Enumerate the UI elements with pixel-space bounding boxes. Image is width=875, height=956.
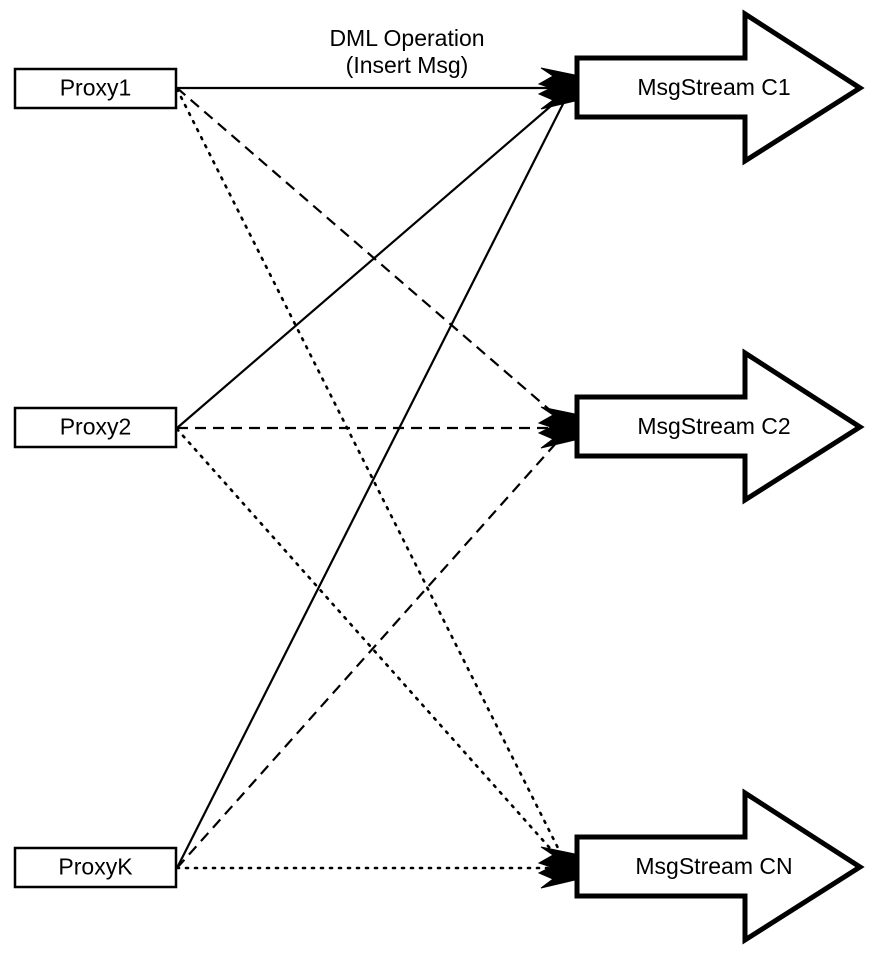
stream-arrow-outline	[574, 9, 865, 166]
annotation-layer: DML Operation(Insert Msg)	[329, 25, 484, 78]
connection-proxy2-to-c1	[176, 92, 567, 429]
stream-layer: MsgStream C1 MsgStream C2 MsgStream CN	[574, 9, 865, 945]
proxy-node-proxy2[interactable]: Proxy2	[13, 406, 178, 449]
connection-line-dashed	[176, 87, 567, 425]
connection-proxy1-to-cn	[175, 87, 567, 864]
connection-line-dashed	[176, 431, 567, 869]
connection-line-dotted	[175, 87, 567, 864]
connection-line-solid	[176, 92, 567, 429]
connection-layer	[175, 86, 569, 870]
stream-node-stream-c2[interactable]: MsgStream C2	[574, 348, 865, 505]
arrowhead-layer	[537, 67, 576, 889]
proxy-box-outline	[13, 406, 178, 449]
connection-proxyk-to-c1	[176, 95, 568, 869]
annotation-dml-operation: DML Operation(Insert Msg)	[329, 25, 484, 78]
annotation-line-2: (Insert Msg)	[346, 52, 469, 78]
stream-label: MsgStream CN	[635, 853, 792, 879]
stream-node-stream-c1[interactable]: MsgStream C1	[574, 9, 865, 166]
connection-proxyk-to-c2	[176, 431, 567, 869]
stream-node-stream-cn[interactable]: MsgStream CN	[574, 788, 865, 945]
connection-proxy1-to-c2	[176, 87, 567, 425]
proxy-box-outline	[13, 846, 178, 889]
stream-label: MsgStream C1	[637, 74, 790, 100]
arrowhead-cn	[537, 846, 576, 889]
proxy-box-outline	[13, 67, 178, 110]
annotation-line-1: DML Operation	[329, 25, 484, 51]
stream-arrow-outline	[574, 788, 865, 945]
stream-label: MsgStream C2	[637, 413, 790, 439]
proxy-label: Proxy1	[60, 75, 132, 101]
proxy-label: ProxyK	[58, 854, 133, 880]
connection-line-solid	[176, 95, 568, 869]
connection-line-dotted	[175, 427, 566, 866]
arrowhead-glyph	[537, 846, 576, 889]
connection-proxy2-to-cn	[175, 427, 566, 866]
proxy-node-proxy1[interactable]: Proxy1	[13, 67, 178, 110]
stream-arrow-outline	[574, 348, 865, 505]
proxy-node-proxyk[interactable]: ProxyK	[13, 846, 178, 889]
proxy-label: Proxy2	[60, 414, 132, 440]
